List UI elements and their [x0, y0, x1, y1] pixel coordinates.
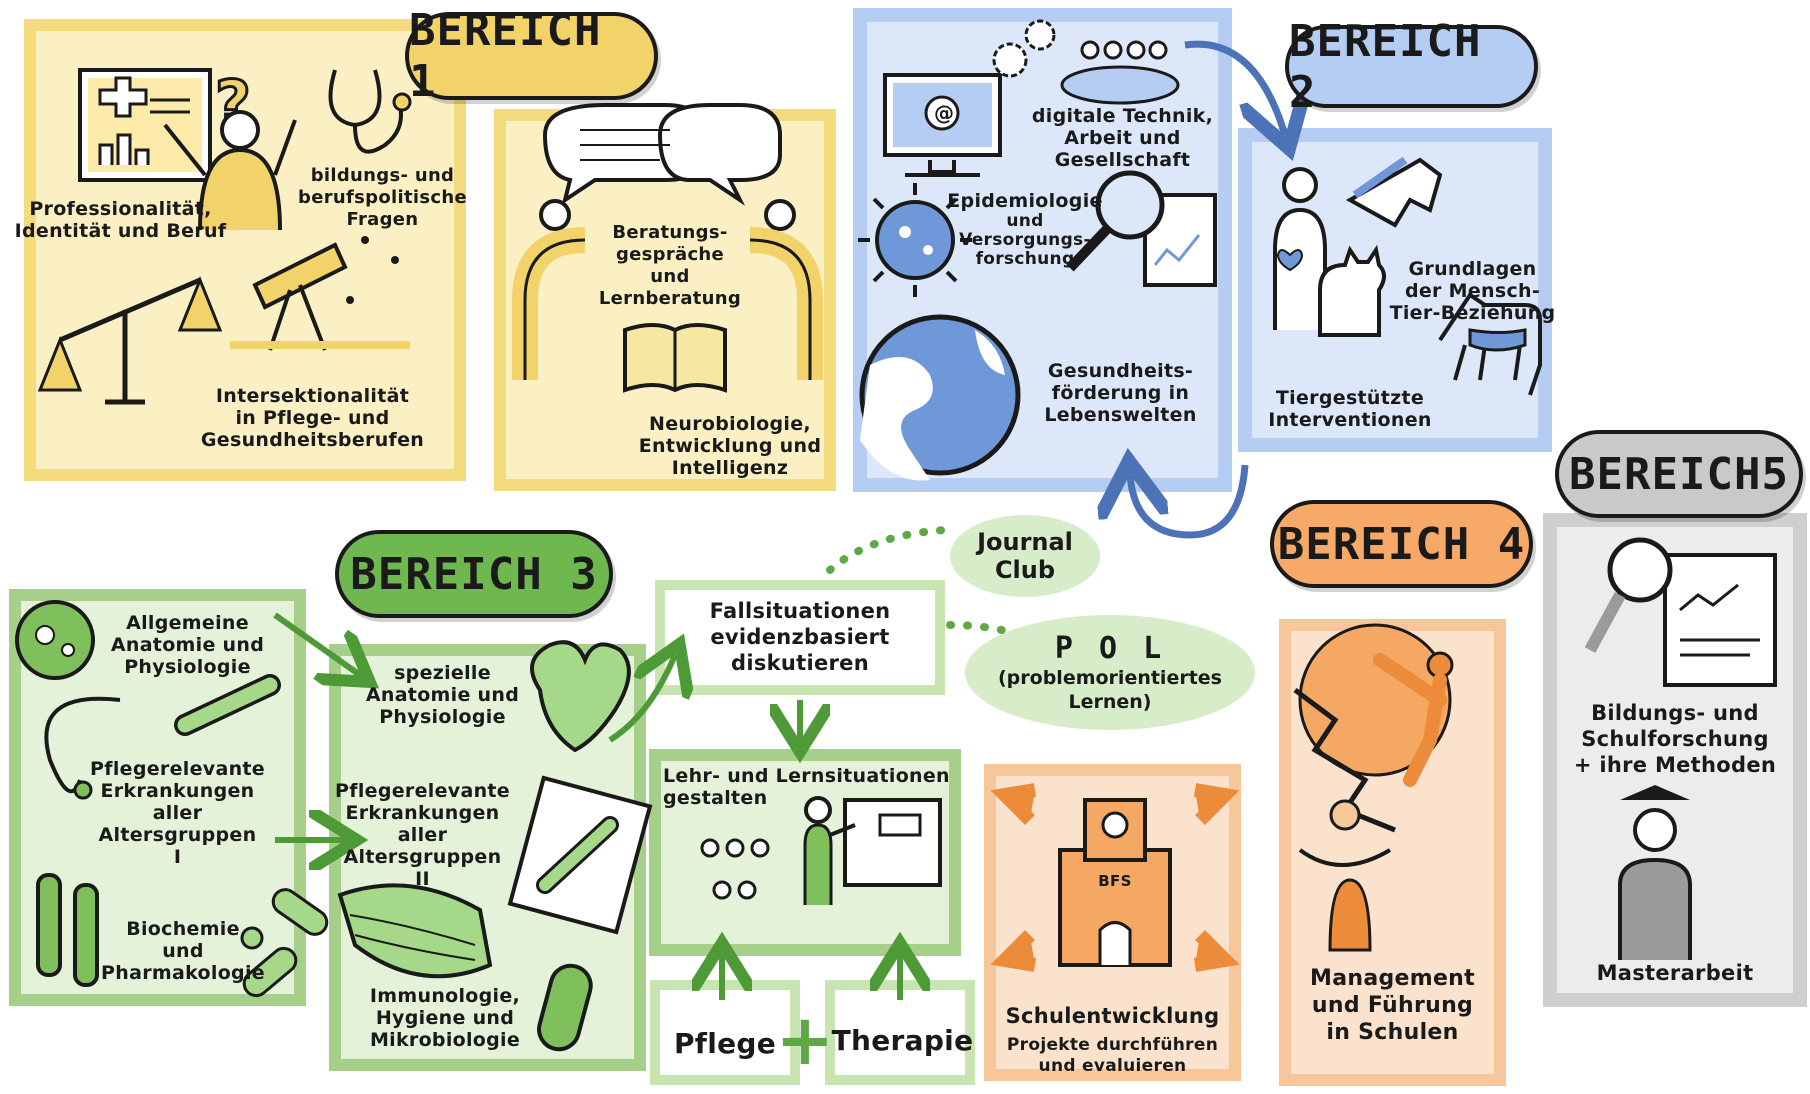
broken-bone-icon: [507, 775, 653, 935]
stethoscope-icon: [328, 69, 412, 154]
bone-icon: [174, 674, 281, 736]
label-bildungsforschung: Bildungs- und Schulforschung + ihre Meth…: [1573, 701, 1777, 777]
label-mensch-tier: Grundlagen der Mensch- Tier-Beziehung: [1389, 258, 1556, 324]
label-pol-sub: (problemorientiertes Lernen): [998, 667, 1222, 713]
plus-sign: +: [775, 999, 835, 1081]
label-schulentwicklung: Schulentwicklung: [1005, 1004, 1220, 1028]
face-mask-icon: [337, 883, 493, 979]
bereich-4-title: BEREICH 4: [1270, 500, 1533, 588]
research-document-icon: [1584, 537, 1777, 687]
dog-icon: [1438, 292, 1542, 396]
label-pflege: Pflege: [673, 1027, 777, 1060]
label-therapie: Therapie: [831, 1024, 974, 1057]
heart-icon: [530, 640, 631, 753]
virus-icon: [858, 183, 972, 297]
clipboard-chart-icon: [78, 68, 212, 182]
label-journal-club: Journal Club: [977, 528, 1073, 584]
germ-face-icon: [15, 600, 95, 680]
open-book-icon: [623, 323, 727, 393]
speech-bubbles-icon: [542, 103, 782, 206]
advisor-person-right-icon: [749, 199, 823, 380]
therapie-box: [825, 980, 975, 1085]
thinking-person-icon: [163, 110, 297, 231]
label-erkrankungen-1: Pflegerelevante Erkrankungen aller Alter…: [90, 758, 265, 868]
svg-text:@: @: [934, 101, 954, 125]
label-immunologie: Immunologie, Hygiene und Mikrobiologie: [369, 985, 521, 1051]
label-spez-anatomie: spezielle Anatomie und Physiologie: [365, 662, 520, 728]
person-heart-icon: [1273, 167, 1327, 330]
graduate-icon: [1618, 785, 1692, 960]
label-management: Management und Führung in Schulen: [1310, 966, 1475, 1045]
label-beratung: Beratungs- gespräche und Lernberatung: [598, 222, 742, 309]
advisor-person-left-icon: [512, 199, 586, 380]
label-pol: P O L: [1054, 631, 1166, 666]
magnifier-report-icon: [1066, 170, 1217, 287]
label-digitale-technik: digitale Technik, Arbeit und Gesellschaf…: [1031, 105, 1214, 171]
label-lehr-lern: Lehr- und Lernsituationen gestalten: [663, 765, 950, 809]
label-fallsituationen: Fallsituationen evidenzbasiert diskutier…: [709, 599, 891, 675]
bereich-2-title: BEREICH 2: [1285, 16, 1538, 118]
label-masterarbeit: Masterarbeit: [1596, 961, 1754, 985]
horse-icon: [1345, 156, 1443, 228]
pills-icon: [240, 888, 329, 998]
stethoscope-green-icon: [44, 696, 121, 800]
journal-club-bubble[interactable]: Journal Club: [950, 515, 1100, 597]
label-intersektionalitaet: Intersektionalität in Pflege- und Gesund…: [200, 385, 425, 451]
label-tiergestuetzt: Tiergestützte Interventionen: [1268, 387, 1432, 431]
scales-icon: [37, 275, 223, 405]
label-projekte: Projekte durchführen und evaluieren: [1006, 1035, 1219, 1076]
lightbulb-figure-icon: [1298, 799, 1392, 952]
teacher-board-icon: [700, 796, 942, 905]
gears-icon: [992, 19, 1056, 78]
climbing-figure-icon: [1293, 623, 1454, 833]
test-tubes-icon: [36, 873, 99, 987]
flow-arrows-blue: [1130, 40, 1285, 539]
pflege-box: [650, 980, 800, 1085]
bfs-sign: BFS: [1098, 872, 1132, 890]
bereich-3-title: BEREICH 3: [335, 530, 613, 618]
bereich-1-title: BEREICH 1: [405, 5, 658, 107]
flow-arrows-green: [273, 612, 900, 1000]
globe-icon: [859, 314, 1021, 481]
bacterium-icon: [537, 963, 593, 1052]
label-erkrankungen-2: Pflegerelevante Erkrankungen aller Alter…: [335, 780, 510, 890]
label-neurobiologie: Neurobiologie, Entwicklung und Intellige…: [638, 413, 822, 479]
pol-bubble[interactable]: P O L (problemorientiertes Lernen): [965, 615, 1255, 730]
label-allg-anatomie: Allgemeine Anatomie und Physiologie: [110, 612, 265, 678]
computer-at-icon: @: [883, 73, 1002, 177]
label-epidemiologie: Epidemiologie: [947, 190, 1103, 212]
school-building-icon: [990, 783, 1240, 972]
cat-icon: [1318, 244, 1386, 337]
telescope-icon: [230, 236, 410, 351]
bereich-5-title: BEREICH5: [1555, 430, 1803, 518]
label-versorgungsforschung: und Versorgungs- forschung: [959, 211, 1091, 269]
label-bildungsfragen: bildungs- und berufspolitische Fragen: [298, 165, 467, 230]
label-biochemie: Biochemie und Pharmakologie: [101, 918, 265, 984]
label-professionalitaet: Professionalität, Identität und Beruf: [14, 198, 227, 242]
group-people-icon: [1060, 40, 1180, 105]
label-gesundheitsfoerderung: Gesundheits- förderung in Lebenswelten: [1044, 360, 1197, 426]
